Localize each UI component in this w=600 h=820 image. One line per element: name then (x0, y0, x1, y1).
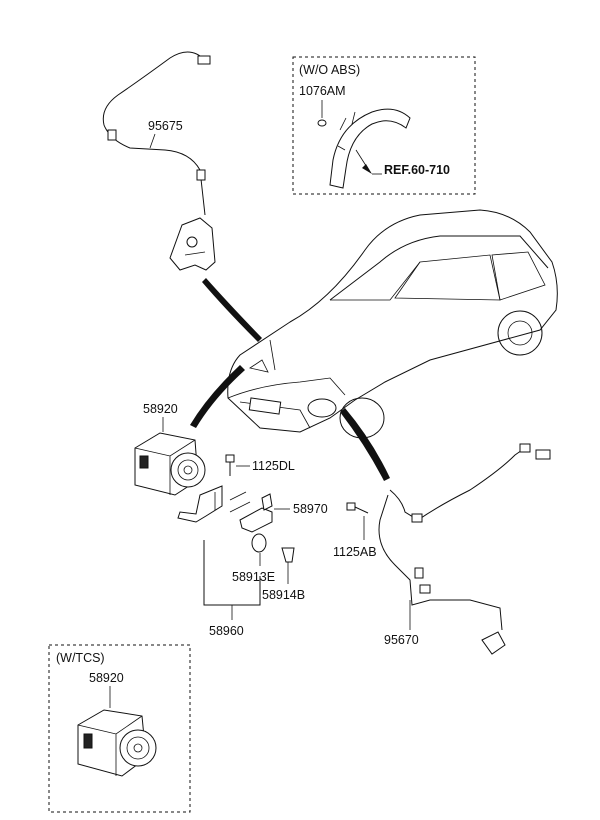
ref-label: REF.60-710 (384, 163, 450, 177)
bolt-1125dl-head (225, 454, 235, 463)
insulator-58913e: 58913E (232, 533, 275, 584)
car-rear-hub (507, 320, 533, 346)
leader-95675 (149, 133, 156, 149)
part-label-58960: 58960 (209, 624, 244, 638)
bracket-58970-plate (239, 507, 273, 533)
part-label-58913e: 58913E (232, 570, 275, 584)
plug-1076am (317, 119, 327, 127)
part-label-58920: 58920 (143, 402, 178, 416)
car-windshield-edge (330, 261, 421, 301)
rear-harness-clip-1 (411, 513, 423, 523)
abs-block-edges (134, 439, 196, 495)
car-outline (227, 209, 558, 433)
car-grille (248, 397, 282, 415)
tcs-block-edges (77, 715, 143, 776)
car-hood-edge (227, 377, 346, 399)
w-tcs-title: (W/TCS) (56, 651, 105, 665)
abs-connector (139, 455, 149, 469)
part-label-95675: 95675 (148, 119, 183, 133)
front-sensor-head (186, 236, 198, 248)
car-sensor-lead (269, 339, 276, 371)
front-sensor-bracket (169, 217, 216, 271)
bracket-58970-tab (261, 493, 273, 511)
tcs-motor-cap (126, 736, 150, 760)
rear-harness-clip-3 (419, 584, 431, 594)
bracket-gap-line-2 (229, 501, 251, 513)
car-body (227, 209, 558, 439)
insulator-58913e-body (251, 533, 267, 553)
part-label-1125ab: 1125AB (333, 545, 377, 559)
rear-harness-connector (535, 449, 551, 460)
abs-motor (170, 452, 206, 488)
part-label-95670: 95670 (384, 633, 419, 647)
bolt-58914b-body (281, 547, 295, 563)
pointer-rear-harness (340, 408, 390, 481)
harness-clip-2 (196, 169, 206, 181)
rear-harness-grommet (519, 443, 531, 453)
rear-sensor-head (481, 631, 506, 655)
tcs-motor-center (133, 743, 143, 753)
part-label-58920-tcs: 58920 (89, 671, 124, 685)
wo-abs-inset: (W/O ABS) 1076AM REF.60-710 (292, 56, 476, 195)
bracket-gap-line (229, 491, 247, 501)
front-sensor-harness-95675: 95675 (102, 51, 216, 271)
bolt-1125ab-head (346, 502, 356, 511)
ref-arrowhead (362, 164, 372, 174)
w-tcs-inset: (W/TCS) 58920 (48, 644, 191, 813)
pointer-front-harness (202, 278, 262, 342)
rear-harness-clip-2 (414, 567, 424, 579)
part-label-58914b: 58914B (262, 588, 305, 602)
liner-ribs (337, 111, 356, 151)
car-engine-bay-detail (248, 359, 269, 373)
bracket-58960-plate (177, 485, 223, 523)
w-tcs-box-frame (48, 644, 191, 813)
bolt-1125ab-shank (354, 506, 369, 514)
bracket-detail (184, 251, 206, 256)
car-headlamp (307, 398, 337, 418)
abs-motor-cap (177, 459, 199, 481)
wo-abs-title: (W/O ABS) (299, 63, 360, 77)
bolt-1125dl: 1125DL (225, 454, 295, 476)
bracket-58960: 58960 (177, 485, 261, 638)
part-label-58970: 58970 (293, 502, 328, 516)
abs-motor-center (183, 465, 193, 475)
car-roof-line (329, 235, 549, 301)
pointer-abs-unit (190, 365, 245, 428)
car-rear-window (491, 251, 546, 301)
rear-sensor-harness-95670: 95670 (378, 443, 551, 655)
harness-clip-1 (107, 129, 117, 141)
harness-connector-top (197, 55, 211, 65)
car-front-window (394, 254, 501, 301)
car-rear-wheel (497, 310, 543, 356)
harness-wire-95675 (102, 51, 206, 216)
wheel-arch-liner (329, 108, 411, 189)
bolt-58914b: 58914B (262, 547, 305, 602)
bolt-1125ab: 1125AB (333, 502, 377, 559)
part-label-1125dl: 1125DL (252, 459, 295, 473)
wo-abs-box-frame (292, 56, 476, 195)
abs-hydraulic-unit-58920: 58920 (134, 402, 206, 496)
bracket-58970: 58970 (239, 493, 328, 533)
rear-harness-lower-wire (378, 494, 503, 631)
tcs-connector (83, 733, 93, 749)
part-label-1076am: 1076AM (299, 84, 346, 98)
tcs-motor (119, 729, 157, 767)
rear-harness-upper-wire (389, 447, 526, 521)
